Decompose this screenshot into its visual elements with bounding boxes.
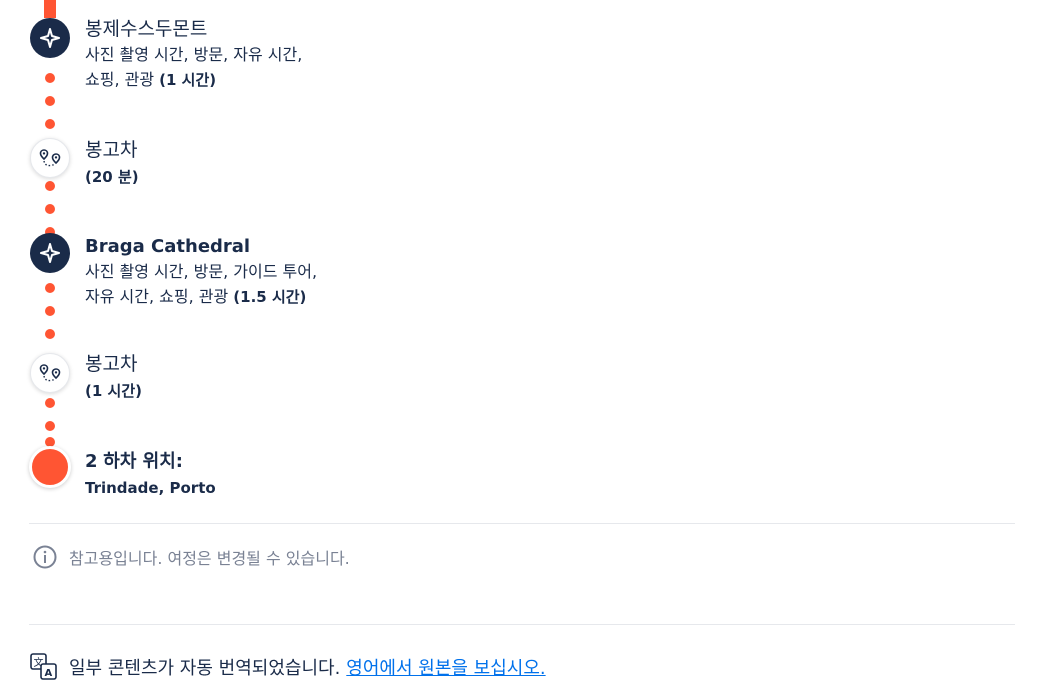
translate-icon: 文 A	[30, 653, 57, 680]
stop-title: 봉고차	[85, 353, 138, 375]
dropoff-number: 2	[85, 451, 98, 472]
view-original-link[interactable]: 영어에서 원본을 보십시오.	[346, 658, 546, 679]
itinerary-timeline: 봉제수스두몬트 사진 촬영 시간, 방문, 자유 시간, 쇼핑, 관광 (1 시…	[29, 0, 585, 499]
transit-marker	[30, 353, 70, 393]
svg-text:A: A	[45, 668, 53, 679]
itinerary-note: 참고용입니다. 여정은 변경될 수 있습니다.	[33, 545, 350, 569]
info-icon	[33, 545, 57, 569]
stop-activities-text: 쇼핑, 관광	[85, 70, 155, 89]
stop-title: 봉제수스두몬트	[85, 18, 208, 40]
stop-duration: (20 분)	[85, 168, 139, 186]
timeline-start-line	[44, 0, 56, 18]
section-divider	[29, 624, 1015, 625]
stop-duration: (1.5 시간)	[233, 288, 307, 306]
svg-text:文: 文	[34, 656, 44, 669]
stop-activities-text: 자유 시간, 쇼핑, 관광	[85, 287, 229, 306]
attraction-marker	[30, 233, 70, 273]
timeline-dot	[45, 329, 55, 339]
stop-activities: 사진 촬영 시간, 방문, 가이드 투어,	[85, 262, 318, 281]
timeline-dot	[45, 421, 55, 431]
itinerary-stop: 봉고차 (1 시간)	[85, 352, 585, 402]
timeline-dot	[45, 181, 55, 191]
route-pins-icon	[39, 149, 61, 167]
stop-activities-continued: 자유 시간, 쇼핑, 관광 (1.5 시간)	[85, 284, 585, 310]
route-pins-icon	[39, 364, 61, 382]
itinerary-stop: 봉고차 (20 분)	[85, 138, 585, 188]
stop-activities: 사진 촬영 시간, 방문, 자유 시간,	[85, 45, 303, 64]
attraction-star-icon	[40, 28, 60, 48]
timeline-dot	[45, 306, 55, 316]
section-divider	[29, 523, 1015, 524]
stop-title: 봉고차	[85, 139, 138, 161]
timeline-dot	[45, 398, 55, 408]
dropoff-stop: 2 하차 위치: Trindade, Porto	[85, 449, 585, 499]
dropoff-heading: 2 하차 위치:	[85, 449, 585, 474]
timeline-dot	[45, 283, 55, 293]
stop-duration: (1 시간)	[159, 71, 217, 89]
timeline-dot	[45, 204, 55, 214]
dropoff-label: 하차 위치:	[103, 451, 183, 472]
dropoff-location: Trindade, Porto	[85, 479, 216, 497]
timeline-dot	[45, 73, 55, 83]
stop-title: Braga Cathedral	[85, 236, 251, 257]
timeline-dot	[45, 119, 55, 129]
stop-duration: (1 시간)	[85, 382, 142, 400]
attraction-marker	[30, 18, 70, 58]
note-text: 참고용입니다. 여정은 변경될 수 있습니다.	[69, 549, 350, 568]
attraction-star-icon	[40, 243, 60, 263]
transit-marker	[30, 138, 70, 178]
timeline-dot	[45, 96, 55, 106]
itinerary-stop: Braga Cathedral 사진 촬영 시간, 방문, 가이드 투어, 자유…	[85, 234, 585, 310]
itinerary-stop: 봉제수스두몬트 사진 촬영 시간, 방문, 자유 시간, 쇼핑, 관광 (1 시…	[85, 17, 585, 93]
timeline-dot	[45, 437, 55, 447]
auto-translation-notice: 文 A 일부 콘텐츠가 자동 번역되었습니다. 영어에서 원본을 보십시오.	[29, 652, 546, 682]
translation-text: 일부 콘텐츠가 자동 번역되었습니다.	[69, 658, 341, 679]
timeline-dot	[45, 227, 55, 237]
dropoff-marker	[29, 446, 71, 488]
stop-activities-continued: 쇼핑, 관광 (1 시간)	[85, 67, 585, 93]
